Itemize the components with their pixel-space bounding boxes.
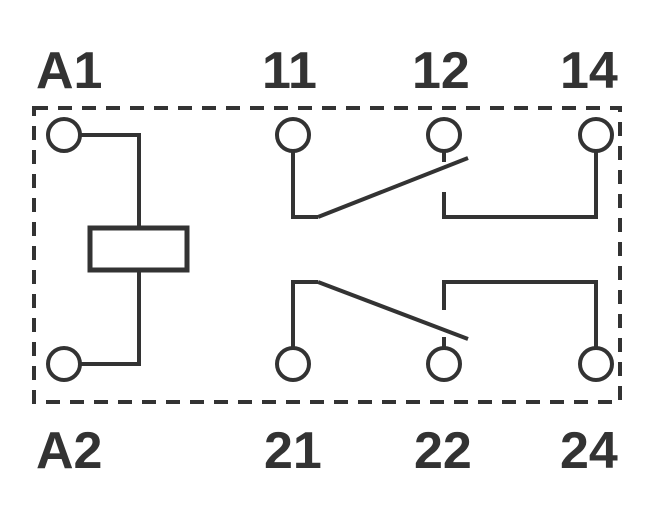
- terminal-11: [275, 117, 311, 153]
- contact-wire-24: [442, 280, 598, 348]
- terminal-12: [426, 117, 462, 153]
- terminal-24: [578, 346, 614, 382]
- terminal-14: [578, 117, 614, 153]
- terminal-a1: [46, 117, 82, 153]
- terminal-a2: [46, 346, 82, 382]
- label-14: 14: [560, 42, 618, 100]
- label-a2: A2: [36, 422, 102, 480]
- terminal-21: [275, 346, 311, 382]
- relay-coil: [87, 225, 190, 273]
- relay-housing-outline: [32, 106, 622, 404]
- switch-arm-bottom: [317, 280, 469, 341]
- label-11: 11: [262, 42, 317, 100]
- label-a1: A1: [36, 42, 102, 100]
- common-wire-11: [291, 152, 318, 219]
- terminal-22: [426, 346, 462, 382]
- label-22: 22: [414, 422, 472, 480]
- label-12: 12: [412, 42, 470, 100]
- switch-arm-top: [317, 156, 469, 219]
- coil-wire-a1: [80, 133, 141, 230]
- label-24: 24: [560, 422, 618, 480]
- label-21: 21: [264, 422, 322, 480]
- contact-wire-14: [442, 152, 598, 219]
- common-wire-21: [291, 280, 318, 348]
- coil-wire-a2: [80, 269, 141, 366]
